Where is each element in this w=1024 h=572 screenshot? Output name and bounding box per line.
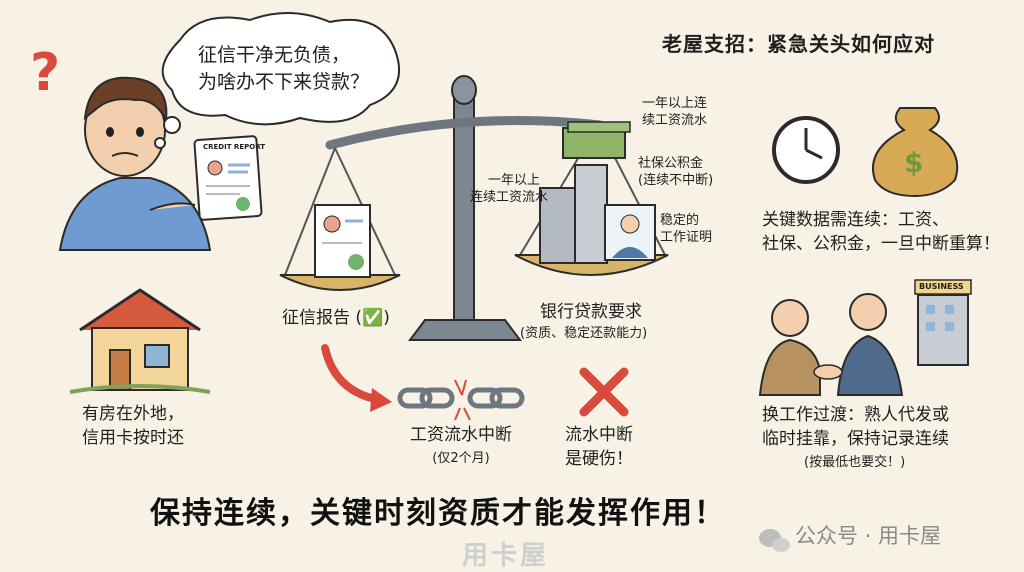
key-data-line-2: 社保、公积金，一旦中断重算！	[762, 234, 1000, 254]
annotation-salary-top-line-1: 一年以上连	[642, 96, 708, 111]
credit-report-label: CREDIT REPORT	[203, 143, 266, 151]
annotation-salary-left-line-1: 一年以上	[488, 173, 541, 188]
annotation-social-line-1: 社保公积金	[638, 156, 704, 171]
annotation-salary-left: 一年以上 连续工资流水	[470, 172, 548, 206]
svg-text:?: ?	[30, 43, 60, 103]
job-transition-line-1: 换工作过渡：熟人代发或	[762, 405, 949, 425]
job-transition-line-3: (按最低也要交！)	[804, 455, 906, 470]
left-house-line-1: 有房在外地，	[82, 404, 184, 424]
question-mark-icon: ?	[30, 43, 60, 103]
business-sign: BUSINESS	[919, 282, 964, 291]
job-transition-text: 换工作过渡：熟人代发或 临时挂靠，保持记录连续 (按最低也要交！)	[762, 403, 949, 475]
annotation-salary-top-line-2: 续工资流水	[642, 113, 708, 128]
left-house-text: 有房在外地， 信用卡按时还	[82, 402, 184, 450]
annotation-salary-top: 一年以上连 续工资流水	[642, 95, 707, 129]
left-pan-label: 征信报告 (✅)	[282, 308, 390, 328]
annotation-employment-line-2: 工作证明	[660, 230, 713, 245]
job-transition-line-2: 临时挂靠，保持记录连续	[762, 429, 949, 449]
key-data-line-1: 关键数据需连续：工资、	[762, 210, 949, 230]
broken-chain-text: 工资流水中断 (仅2个月)	[410, 423, 512, 471]
left-house-line-2: 信用卡按时还	[82, 428, 184, 448]
broken-chain-line-2: (仅2个月)	[432, 451, 490, 466]
broken-chain-line-1: 工资流水中断	[410, 425, 512, 445]
thought-bubble-text: 征信干净无负债， 为啥办不下来贷款？	[198, 42, 369, 96]
red-x-line-1: 流水中断	[565, 425, 633, 445]
right-pan-title: 银行贷款要求	[540, 302, 642, 322]
thought-line-1: 征信干净无负债，	[198, 44, 351, 66]
annotation-salary-left-line-2: 连续工资流水	[470, 190, 549, 205]
right-pan-subtitle: (资质、稳定还款能力)	[520, 326, 648, 341]
annotation-social-security: 社保公积金 (连续不中断)	[638, 155, 713, 189]
annotation-employment: 稳定的 工作证明	[660, 212, 712, 246]
svg-text:$: $	[904, 146, 923, 179]
wechat-source: 公众号 · 用卡屋	[795, 524, 942, 548]
annotation-social-line-2: (连续不中断)	[638, 173, 714, 188]
checkmark-icon	[236, 197, 250, 211]
watermark: 用卡屋	[462, 541, 550, 571]
red-x-text: 流水中断 是硬伤！	[565, 423, 633, 471]
thought-line-2: 为啥办不下来贷款？	[198, 71, 370, 93]
slogan: 保持连续，关键时刻资质才能发挥作用！	[150, 496, 726, 531]
page-title: 老屋支招：紧急关头如何应对	[662, 32, 935, 56]
annotation-employment-line-1: 稳定的	[660, 213, 700, 228]
key-data-text: 关键数据需连续：工资、 社保、公积金，一旦中断重算！	[762, 208, 1000, 256]
red-x-line-2: 是硬伤！	[565, 449, 633, 469]
